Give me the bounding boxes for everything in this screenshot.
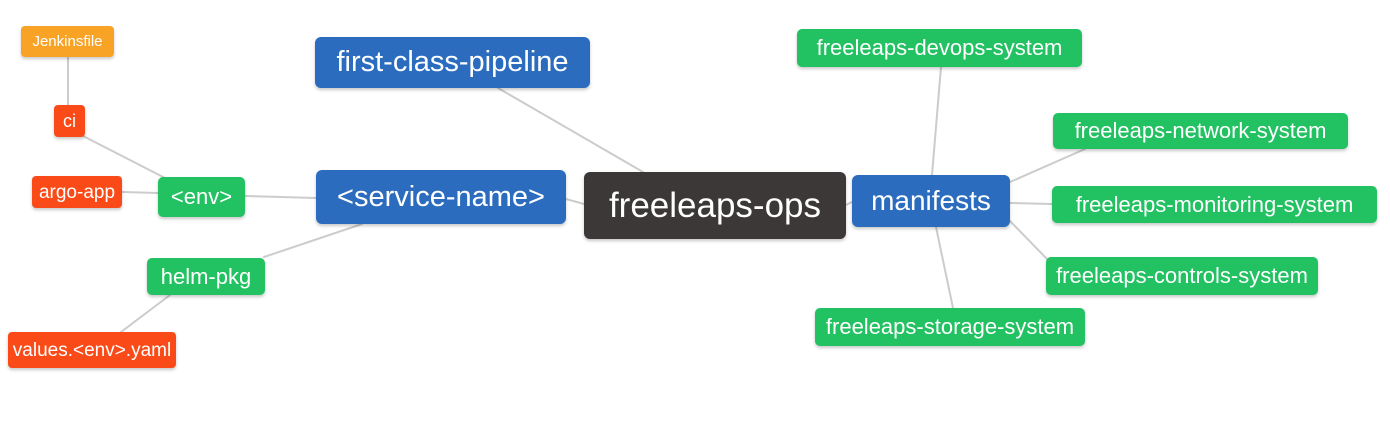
- node-monitoring-system[interactable]: freeleaps-monitoring-system: [1052, 186, 1377, 223]
- node-ci[interactable]: ci: [54, 105, 85, 137]
- edge-service-freeleaps-ops: [565, 198, 585, 205]
- node-first-class-pipeline[interactable]: first-class-pipeline: [315, 37, 590, 88]
- edge-helm-pkg-values: [120, 294, 171, 333]
- edge-argo-app-env: [121, 191, 159, 194]
- node-service-name[interactable]: <service-name>: [316, 170, 566, 224]
- node-values-env-yaml[interactable]: values.<env>.yaml: [8, 332, 176, 368]
- node-argo-app[interactable]: argo-app: [32, 176, 122, 208]
- node-jenkinsfile[interactable]: Jenkinsfile: [21, 26, 114, 57]
- edge-manifests-network: [1009, 148, 1086, 183]
- node-env[interactable]: <env>: [158, 177, 245, 217]
- node-manifests[interactable]: manifests: [852, 175, 1010, 227]
- edge-freeleaps-ops-manifests: [845, 201, 853, 206]
- edge-manifests-controls: [1009, 220, 1048, 260]
- node-network-system[interactable]: freeleaps-network-system: [1053, 113, 1348, 149]
- edge-manifests-monitoring: [1009, 202, 1053, 205]
- edge-pipeline-freeleaps-ops: [497, 87, 644, 173]
- node-controls-system[interactable]: freeleaps-controls-system: [1046, 257, 1318, 295]
- edge-ci-env: [82, 135, 166, 179]
- edge-manifests-storage: [935, 226, 954, 309]
- node-helm-pkg[interactable]: helm-pkg: [147, 258, 265, 295]
- edge-env-service-name: [244, 195, 317, 199]
- node-freeleaps-ops-root[interactable]: freeleaps-ops: [584, 172, 846, 239]
- edge-service-helm-pkg: [263, 223, 363, 258]
- node-storage-system[interactable]: freeleaps-storage-system: [815, 308, 1085, 346]
- node-devops-system[interactable]: freeleaps-devops-system: [797, 29, 1082, 67]
- edge-manifests-devops: [931, 66, 942, 176]
